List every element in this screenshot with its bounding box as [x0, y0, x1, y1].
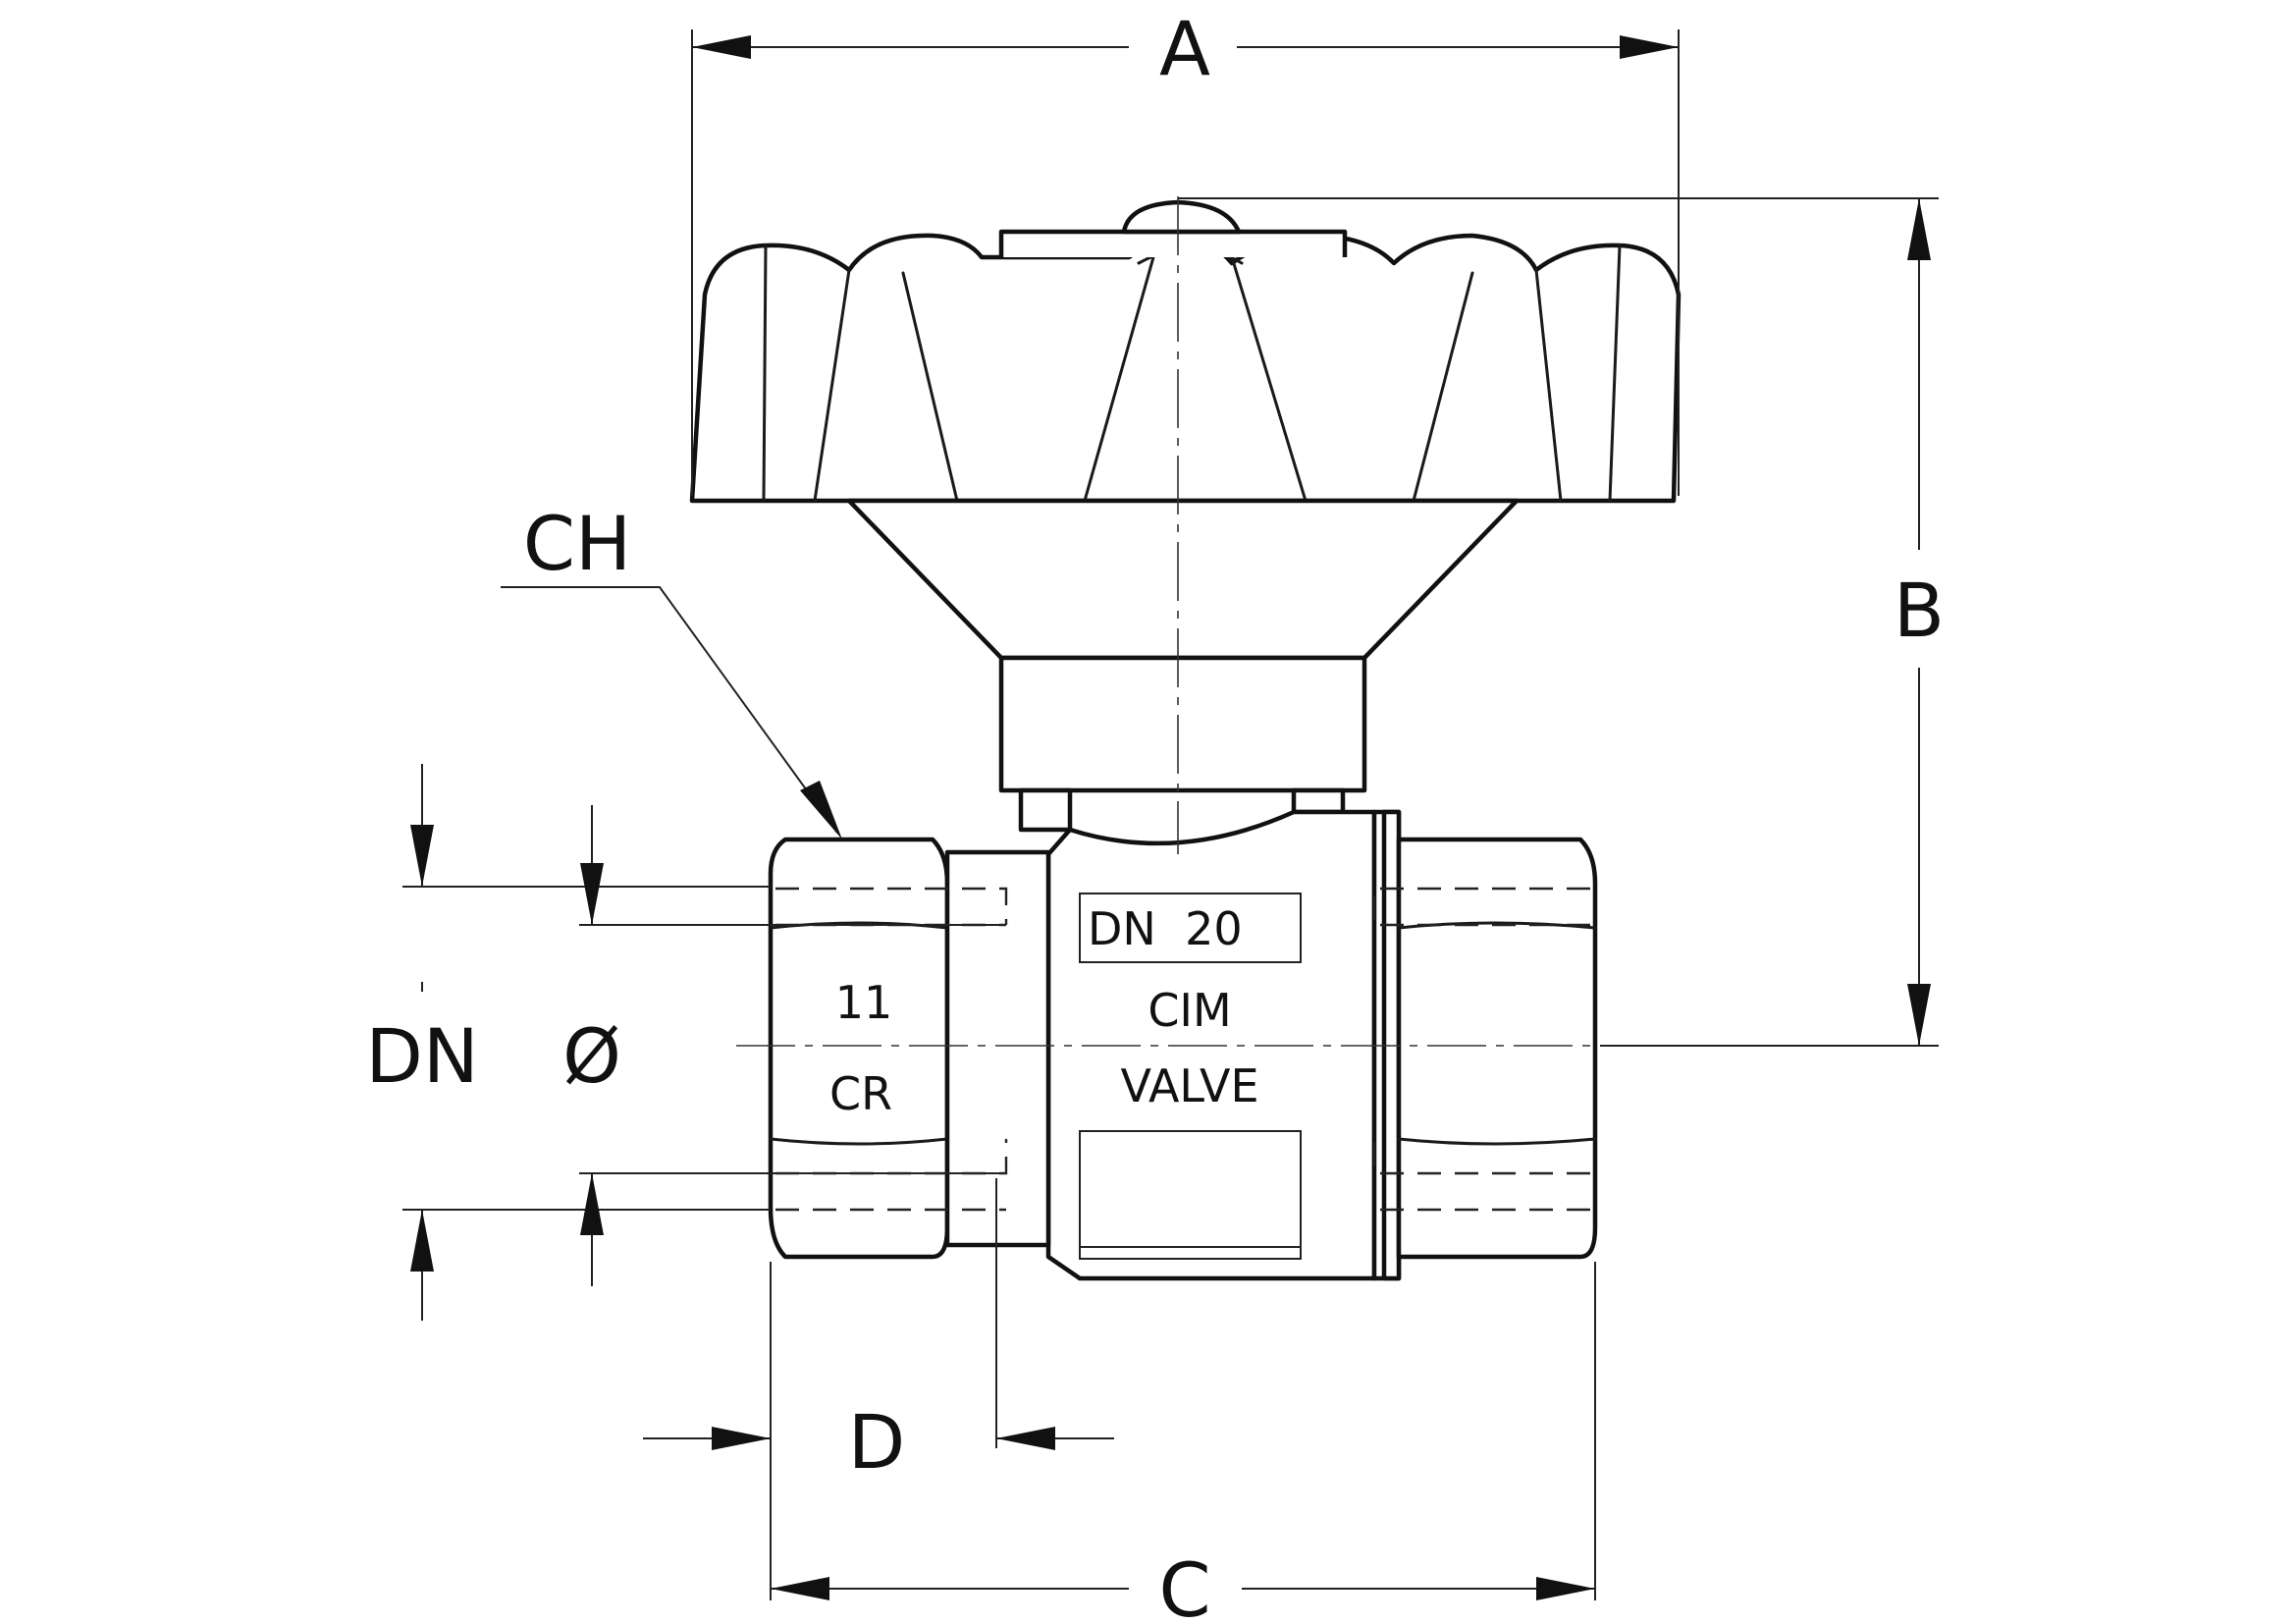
dimension-label-b: B — [1894, 567, 1945, 654]
dimension-label-d: D — [848, 1398, 906, 1486]
handwheel-cap — [998, 229, 1348, 257]
bottom-marking-box — [1079, 1130, 1302, 1260]
handwheel-crown — [689, 233, 1682, 504]
dimension-label-c: C — [1158, 1546, 1210, 1624]
dimension-lines — [402, 29, 1939, 1600]
handwheel — [689, 199, 1682, 793]
dimension-label-a: A — [1159, 5, 1210, 92]
dimension-label-diameter: Ø — [562, 1012, 621, 1100]
dimension-label-ch: CH — [523, 500, 631, 587]
center-lines — [736, 196, 1629, 1047]
logo-marking: CR — [829, 1067, 892, 1120]
stem-housing — [998, 655, 1367, 793]
dimension-label-dn: DN — [365, 1012, 478, 1100]
dimension-labels: A B C D CH DN Ø — [365, 5, 1945, 1624]
left-hex-end — [768, 837, 950, 1260]
size-marking: DN 20 — [1088, 902, 1243, 955]
valve-body: DN 20 CIM VALVE 11 CR — [768, 787, 1598, 1281]
hex-number-marking: 11 — [835, 976, 893, 1029]
size-marking-box — [1079, 893, 1302, 963]
handwheel-screw — [1121, 199, 1242, 235]
handwheel-cone — [846, 498, 1520, 661]
brand-marking-line2: VALVE — [1120, 1059, 1258, 1112]
brand-marking-line1: CIM — [1148, 984, 1231, 1037]
right-hex-end — [1396, 837, 1598, 1260]
